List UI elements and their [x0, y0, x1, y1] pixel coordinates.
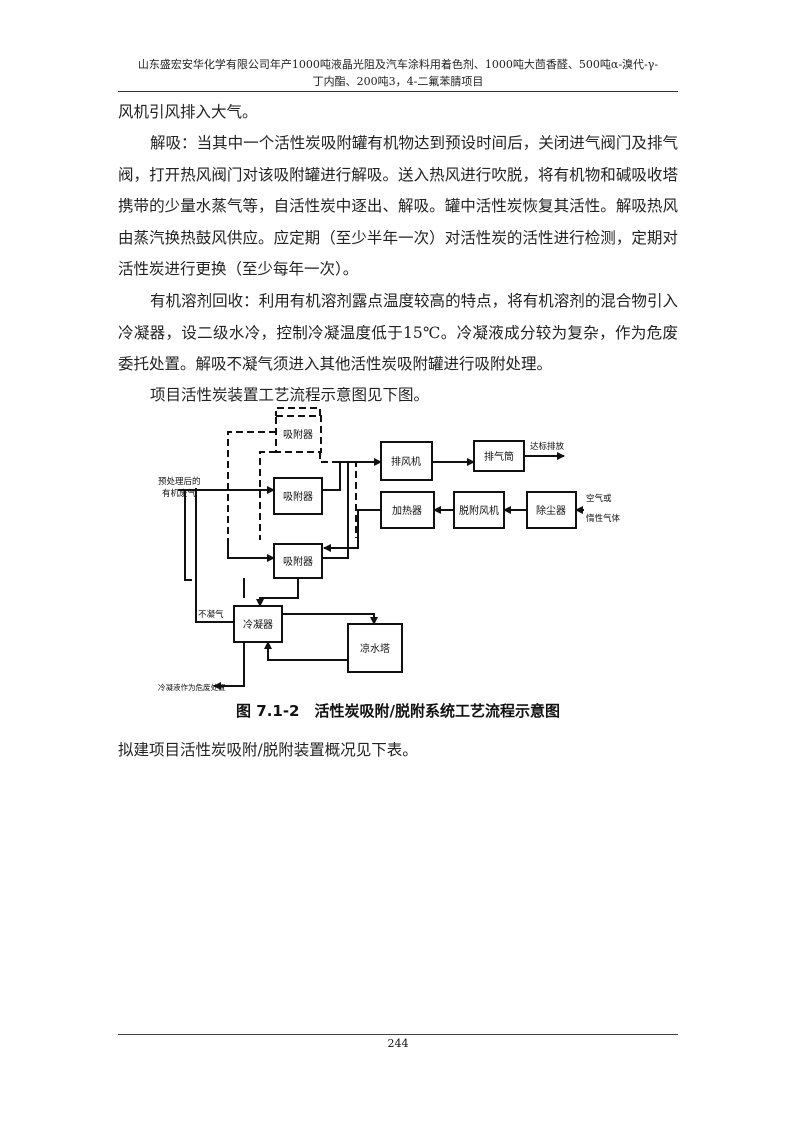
- heater-label: 加热器: [392, 504, 422, 517]
- page-number: 244: [387, 1037, 409, 1050]
- adsorber-top-label: 吸附器: [283, 428, 313, 441]
- adsorber-top-box: [275, 415, 322, 453]
- paragraph-1: 风机引风排入大气。: [118, 103, 258, 121]
- dust-remover-box: [526, 491, 577, 529]
- flow-lines: [178, 452, 584, 690]
- figure-caption: 图 7.1-2 活性炭吸附/脱附系统工艺流程示意图: [236, 702, 560, 720]
- noncondensable-label: 不凝气: [198, 609, 224, 620]
- condenser-box: [233, 605, 283, 643]
- header-line-2: 丁内酯、200吨3，4-二氟苯腈项目: [312, 75, 484, 88]
- paragraph-desorption: 解吸：当其中一个活性炭吸附罐有机物达到预设时间后，关闭进气阀门及排气阀，打开热风…: [118, 134, 678, 278]
- condenser-label: 冷凝器: [243, 618, 273, 631]
- adsorber-mid-label: 吸附器: [283, 490, 313, 503]
- adsorber-bot-box: [273, 543, 323, 579]
- desorption-dashed-lines: [227, 407, 357, 540]
- header-line-1: 山东盛宏安华化学有限公司年产1000吨液晶光阻及汽车涂料用着色剂、1000吨大茴…: [137, 58, 659, 71]
- adsorber-bot-label: 吸附器: [283, 555, 313, 568]
- cooling-tower-box: [347, 623, 403, 673]
- air-label-line1: 空气或: [586, 493, 612, 504]
- paragraph-table-intro: 拟建项目活性炭吸附/脱附装置概况见下表。: [118, 741, 418, 759]
- exhaust-stack-label: 排气筒: [484, 450, 514, 463]
- air-label-line2: 惰性气体: [586, 513, 621, 524]
- paragraph-solvent-recovery: 有机溶剂回收：利用有机溶剂露点温度较高的特点，将有机溶剂的混合物引入冷凝器，设二…: [118, 292, 678, 373]
- inlet-label-line2: 有机废气: [162, 488, 197, 499]
- paragraph-figure-intro: 项目活性炭装置工艺流程示意图见下图。: [150, 386, 430, 404]
- adsorber-mid-box: [273, 477, 323, 515]
- footer-rule: [118, 1034, 678, 1035]
- exhaust-fan-label: 排风机: [391, 455, 421, 468]
- desorb-fan-box: [453, 491, 505, 529]
- cooling-tower-label: 凉水塔: [360, 642, 390, 655]
- exhaust-fan-box: [380, 441, 433, 481]
- exhaust-stack-box: [473, 440, 525, 472]
- inlet-label-line1: 预处理后的: [158, 476, 201, 487]
- desorb-fan-label: 脱附风机: [459, 504, 499, 517]
- page-header: 山东盛宏安华化学有限公司年产1000吨液晶光阻及汽车涂料用着色剂、1000吨大茴…: [118, 56, 678, 90]
- compliant-emission-label: 达标排放: [530, 441, 565, 452]
- heater-box: [380, 491, 435, 529]
- dust-remover-label: 除尘器: [536, 504, 566, 517]
- header-rule: [118, 91, 678, 92]
- condensate-label: 冷凝液作为危废处置: [158, 682, 226, 692]
